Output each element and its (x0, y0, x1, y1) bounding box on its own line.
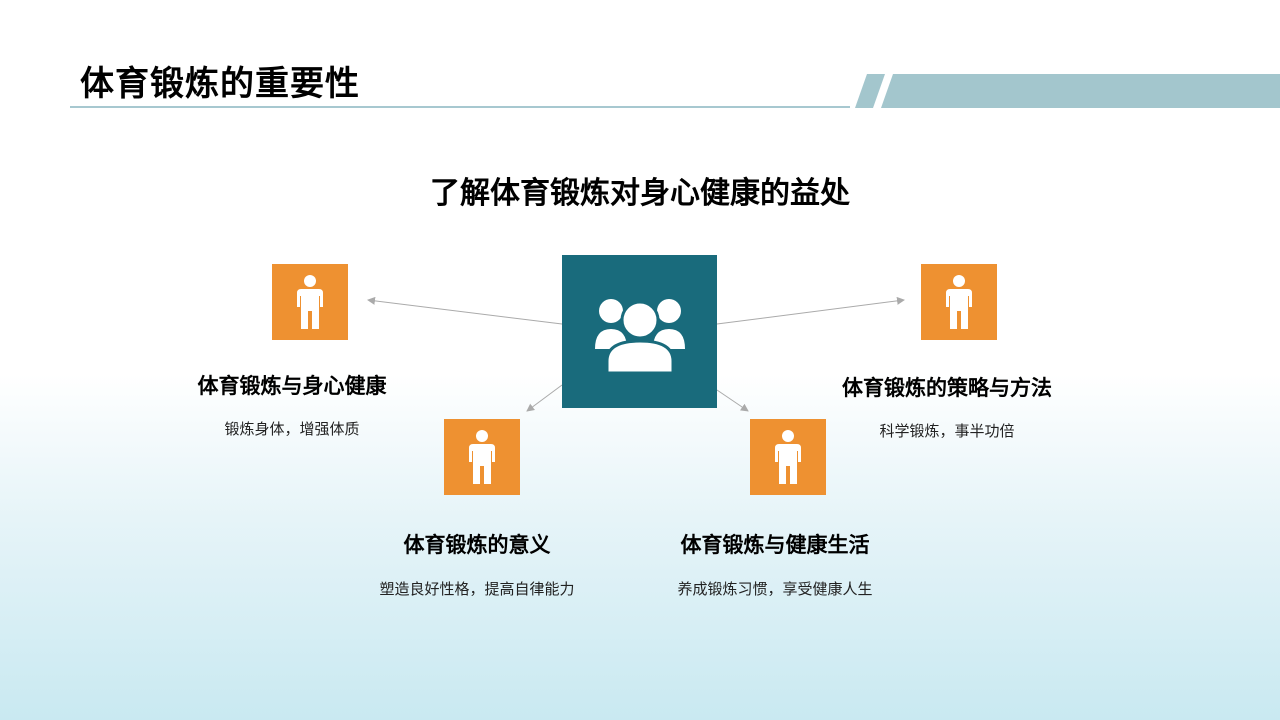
title-underline (70, 106, 850, 108)
node-3-title: 体育锻炼的意义 (403, 533, 551, 557)
node-3-description: 塑造良好性格，提高自律能力 (379, 580, 575, 598)
diagram-subtitle: 了解体育锻炼对身心健康的益处 (430, 176, 850, 211)
node-4-title: 体育锻炼与健康生活 (680, 533, 870, 557)
node-1-description: 锻炼身体，增强体质 (224, 420, 360, 438)
center-hub-box (562, 255, 717, 408)
person-icon (946, 275, 972, 329)
node-2-description: 科学锻炼，事半功倍 (879, 422, 1015, 440)
node-1-icon-box (272, 264, 348, 340)
arrow-to-node-2 (716, 296, 905, 325)
person-icon (469, 430, 495, 484)
node-1-title: 体育锻炼与身心健康 (197, 374, 387, 398)
group-people-icon (594, 298, 685, 374)
node-2-title: 体育锻炼的策略与方法 (842, 376, 1052, 400)
node-4-icon-box (750, 419, 826, 495)
arrow-to-node-3 (526, 384, 563, 412)
arrow-to-node-1 (367, 296, 563, 325)
node-3-icon-box (444, 419, 520, 495)
person-icon (297, 275, 323, 329)
node-2-icon-box (921, 264, 997, 340)
node-4-description: 养成锻炼习惯，享受健康人生 (677, 580, 873, 598)
header-decoration-stripes (855, 74, 1280, 108)
person-icon (775, 430, 801, 484)
arrow-to-node-4 (716, 389, 749, 412)
page-title: 体育锻炼的重要性 (80, 64, 360, 104)
